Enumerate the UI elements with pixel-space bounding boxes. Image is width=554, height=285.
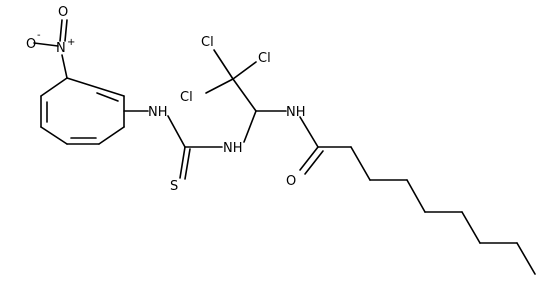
chlorine-left-label: Cl xyxy=(180,90,193,105)
nitro-oxygen-label: O xyxy=(58,5,68,20)
amide-oxygen-label: O xyxy=(286,174,296,189)
aryl-nh-label: NH xyxy=(148,105,168,120)
nitro-negative-charge-label: - xyxy=(37,30,41,41)
thione-sulfur-label: S xyxy=(170,179,178,194)
nitro-oxygen-minus-label: O xyxy=(26,37,36,52)
thiourea-bonds xyxy=(123,110,257,180)
thiourea-nh-label: NH xyxy=(223,141,243,156)
amide-chain-bonds xyxy=(299,116,536,275)
nitro-nitrogen-label: N xyxy=(56,41,66,56)
benzene-ring xyxy=(40,77,125,145)
chlorine-top-right-label: Cl xyxy=(258,51,271,66)
amide-nh-label: NH xyxy=(286,105,306,120)
trichloromethyl-bonds xyxy=(205,49,287,112)
chlorine-top-left-label: Cl xyxy=(201,35,214,50)
nitro-positive-charge-label: + xyxy=(67,37,75,48)
nitro-bonds xyxy=(33,19,68,79)
atom-labels: O - O N + NH S NH Cl Cl Cl NH O xyxy=(26,5,306,194)
